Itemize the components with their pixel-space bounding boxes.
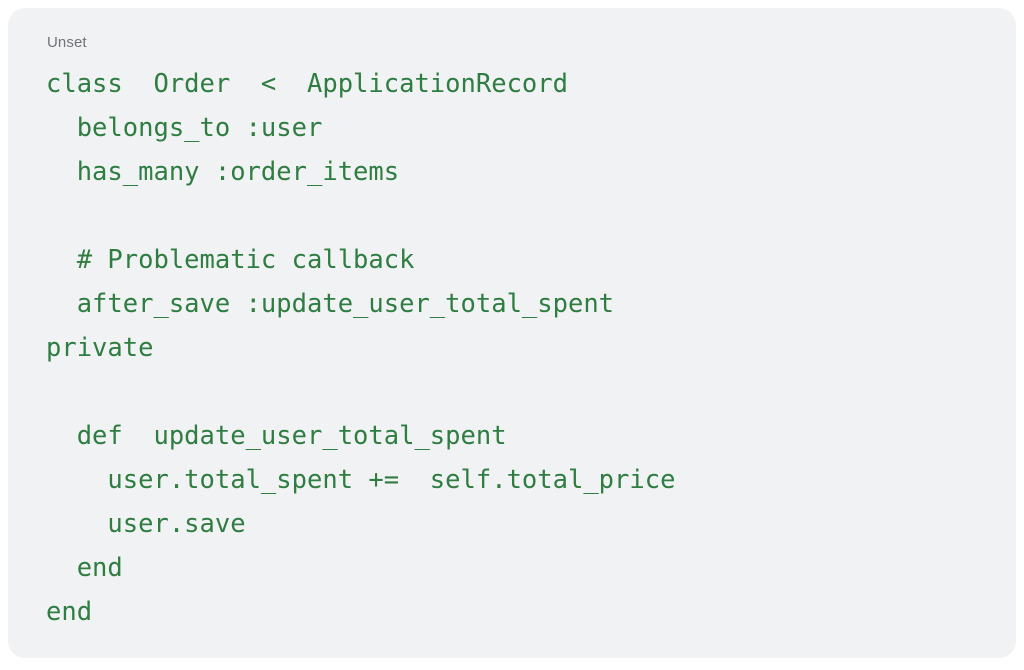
code-line: has_many :order_items	[46, 157, 400, 187]
code-line: end	[46, 597, 93, 627]
code-snippet-card: Unset class Order < ApplicationRecord be…	[8, 8, 1016, 658]
code-line: after_save :update_user_total_spent	[46, 289, 615, 319]
code-line: def update_user_total_spent	[46, 421, 507, 451]
code-line	[46, 194, 996, 238]
code-line: class Order < ApplicationRecord	[46, 69, 568, 99]
code-line: user.total_spent += self.total_price	[46, 465, 676, 495]
code-line	[46, 370, 996, 414]
code-line: belongs_to :user	[46, 113, 323, 143]
code-line: # Problematic callback	[46, 245, 415, 275]
code-block[interactable]: class Order < ApplicationRecord belongs_…	[46, 62, 996, 634]
code-line: user.save	[46, 509, 246, 539]
code-line: private	[46, 333, 154, 363]
code-line: end	[46, 553, 123, 583]
code-language-label: Unset	[47, 34, 87, 51]
